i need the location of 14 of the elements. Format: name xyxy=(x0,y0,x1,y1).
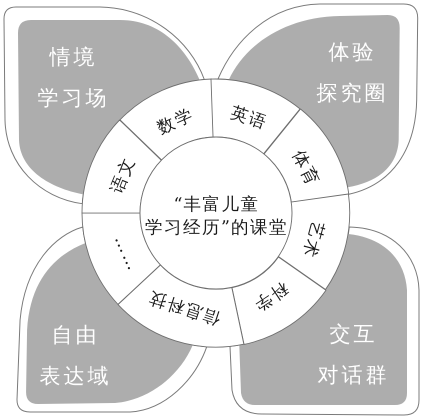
subject-label: 信息科技 xyxy=(144,286,224,330)
ellipsis-label: …… xyxy=(102,234,136,278)
petal-label: 交互对话群 xyxy=(316,320,390,388)
subject-label: 体育 xyxy=(287,146,324,190)
subject-label: 语文 xyxy=(106,153,140,198)
subject-label: 英语 xyxy=(226,102,270,134)
petal-label: 自由表达域 xyxy=(38,322,112,390)
subject-label: 艺术 xyxy=(298,218,328,261)
subject-label: 科学 xyxy=(249,277,293,316)
center-title: “丰富儿童学习经历”的课堂 xyxy=(144,194,288,240)
petal-label: 体验探究圈 xyxy=(315,39,388,107)
petal-label: 情境学习场 xyxy=(36,44,110,112)
ring-segment xyxy=(230,256,327,346)
subject-label: 数学 xyxy=(154,104,198,139)
